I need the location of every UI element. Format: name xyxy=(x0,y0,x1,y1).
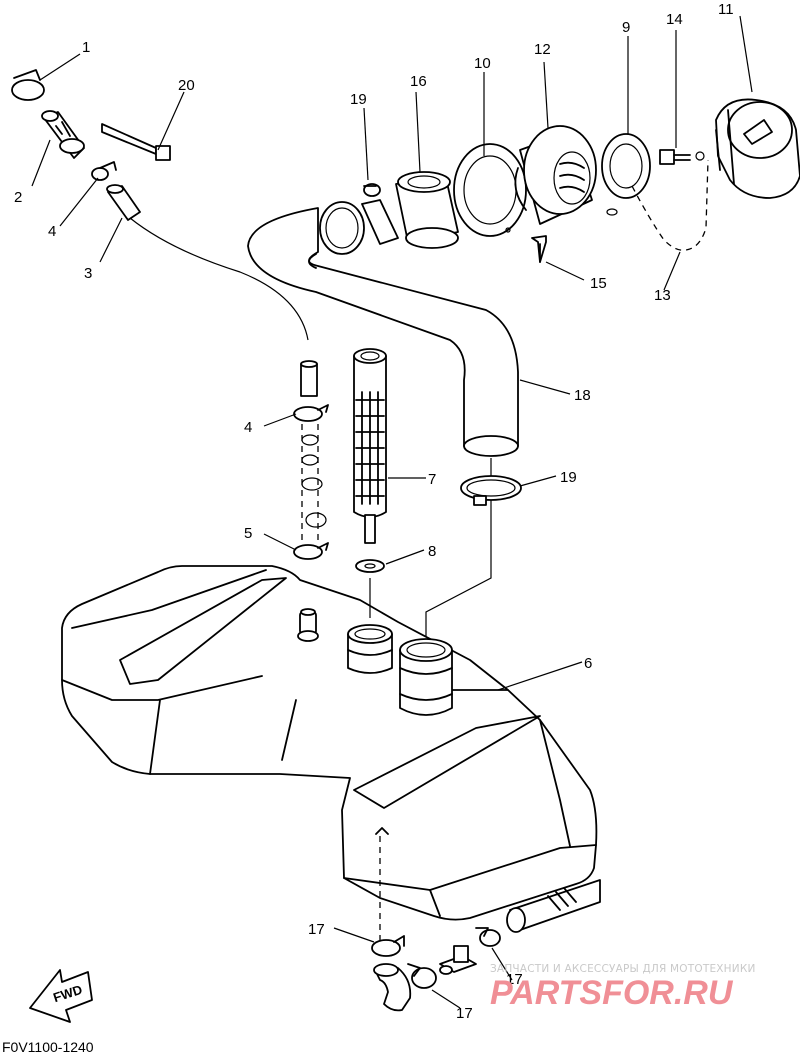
bottom-clip-right xyxy=(475,927,501,947)
forward-arrow: FWD xyxy=(29,969,93,1023)
filler-neck xyxy=(514,125,597,225)
callout-20: 20 xyxy=(178,77,195,94)
callout-5: 5 xyxy=(244,525,252,542)
callout-4a: 4 xyxy=(48,223,56,240)
callout-3: 3 xyxy=(84,265,92,282)
hose-clip-top xyxy=(11,69,45,101)
watermark: ЗАПЧАСТИ И АКСЕССУАРЫ ДЛЯ МОТОТЕХНИКИ PA… xyxy=(490,963,756,1012)
fuel-cap xyxy=(715,98,800,199)
callout-2: 2 xyxy=(14,189,22,206)
callout-10: 10 xyxy=(474,55,491,72)
hose-connector-chain xyxy=(301,424,327,540)
callout-leaders xyxy=(31,15,753,1009)
callout-13: 13 xyxy=(654,287,671,304)
callout-11: 11 xyxy=(718,1,734,18)
filler-hose xyxy=(247,207,519,457)
drain-outlet xyxy=(375,827,389,835)
tank-outlet-nipple xyxy=(297,608,319,642)
retaining-chain xyxy=(631,159,709,251)
callout-6: 6 xyxy=(584,655,592,672)
rivet xyxy=(531,235,547,263)
drawing-code: F0V1100-1240 xyxy=(2,1039,94,1055)
callout-15: 15 xyxy=(590,275,607,292)
hose-clip-tank xyxy=(293,542,329,560)
callout-19b: 19 xyxy=(560,469,577,486)
callout-16: 16 xyxy=(410,73,427,90)
clamp-upper xyxy=(319,201,365,255)
tank-filler-neck xyxy=(399,638,453,716)
washer xyxy=(355,559,385,573)
callout-9: 9 xyxy=(622,19,630,36)
callout-19a: 19 xyxy=(350,91,367,108)
watermark-brand: PARTSFOR.RU xyxy=(490,974,734,1012)
bottom-fitting xyxy=(439,945,477,975)
drain-clip xyxy=(371,935,405,957)
vent-hose xyxy=(506,879,601,933)
callout-17a: 17 xyxy=(308,921,325,938)
fuel-strainer xyxy=(353,348,387,544)
callout-numbers: 1 2 3 4 4 5 6 7 8 9 10 11 12 13 14 15 16… xyxy=(14,1,734,1022)
bottom-clip-left xyxy=(407,963,437,989)
hose-clip-lower xyxy=(293,404,329,422)
hose-clip-small xyxy=(91,161,117,181)
drain-hose xyxy=(373,963,412,1012)
hose-clamp-lower xyxy=(460,475,522,506)
cable-tie xyxy=(101,123,171,161)
callout-1: 1 xyxy=(82,39,90,56)
fuel-gauge-mount xyxy=(347,624,393,674)
cap-seal xyxy=(601,133,651,216)
callout-14: 14 xyxy=(666,11,683,28)
pipe-joint xyxy=(361,183,399,245)
callout-17b: 17 xyxy=(456,1005,473,1022)
fuel-hose-short xyxy=(106,184,141,221)
callout-4b: 4 xyxy=(244,419,252,436)
screw xyxy=(659,149,705,165)
callout-17c: 17 xyxy=(506,971,523,988)
watermark-caption: ЗАПЧАСТИ И АКСЕССУАРЫ ДЛЯ МОТОТЕХНИКИ xyxy=(490,963,756,975)
callout-12: 12 xyxy=(534,41,551,58)
fuel-cock xyxy=(41,110,85,159)
callout-18: 18 xyxy=(574,387,591,404)
callout-7: 7 xyxy=(428,471,436,488)
grommet xyxy=(395,171,459,249)
callout-8: 8 xyxy=(428,543,436,560)
fuel-tank xyxy=(61,565,598,921)
fuel-hose-upper xyxy=(300,360,318,397)
